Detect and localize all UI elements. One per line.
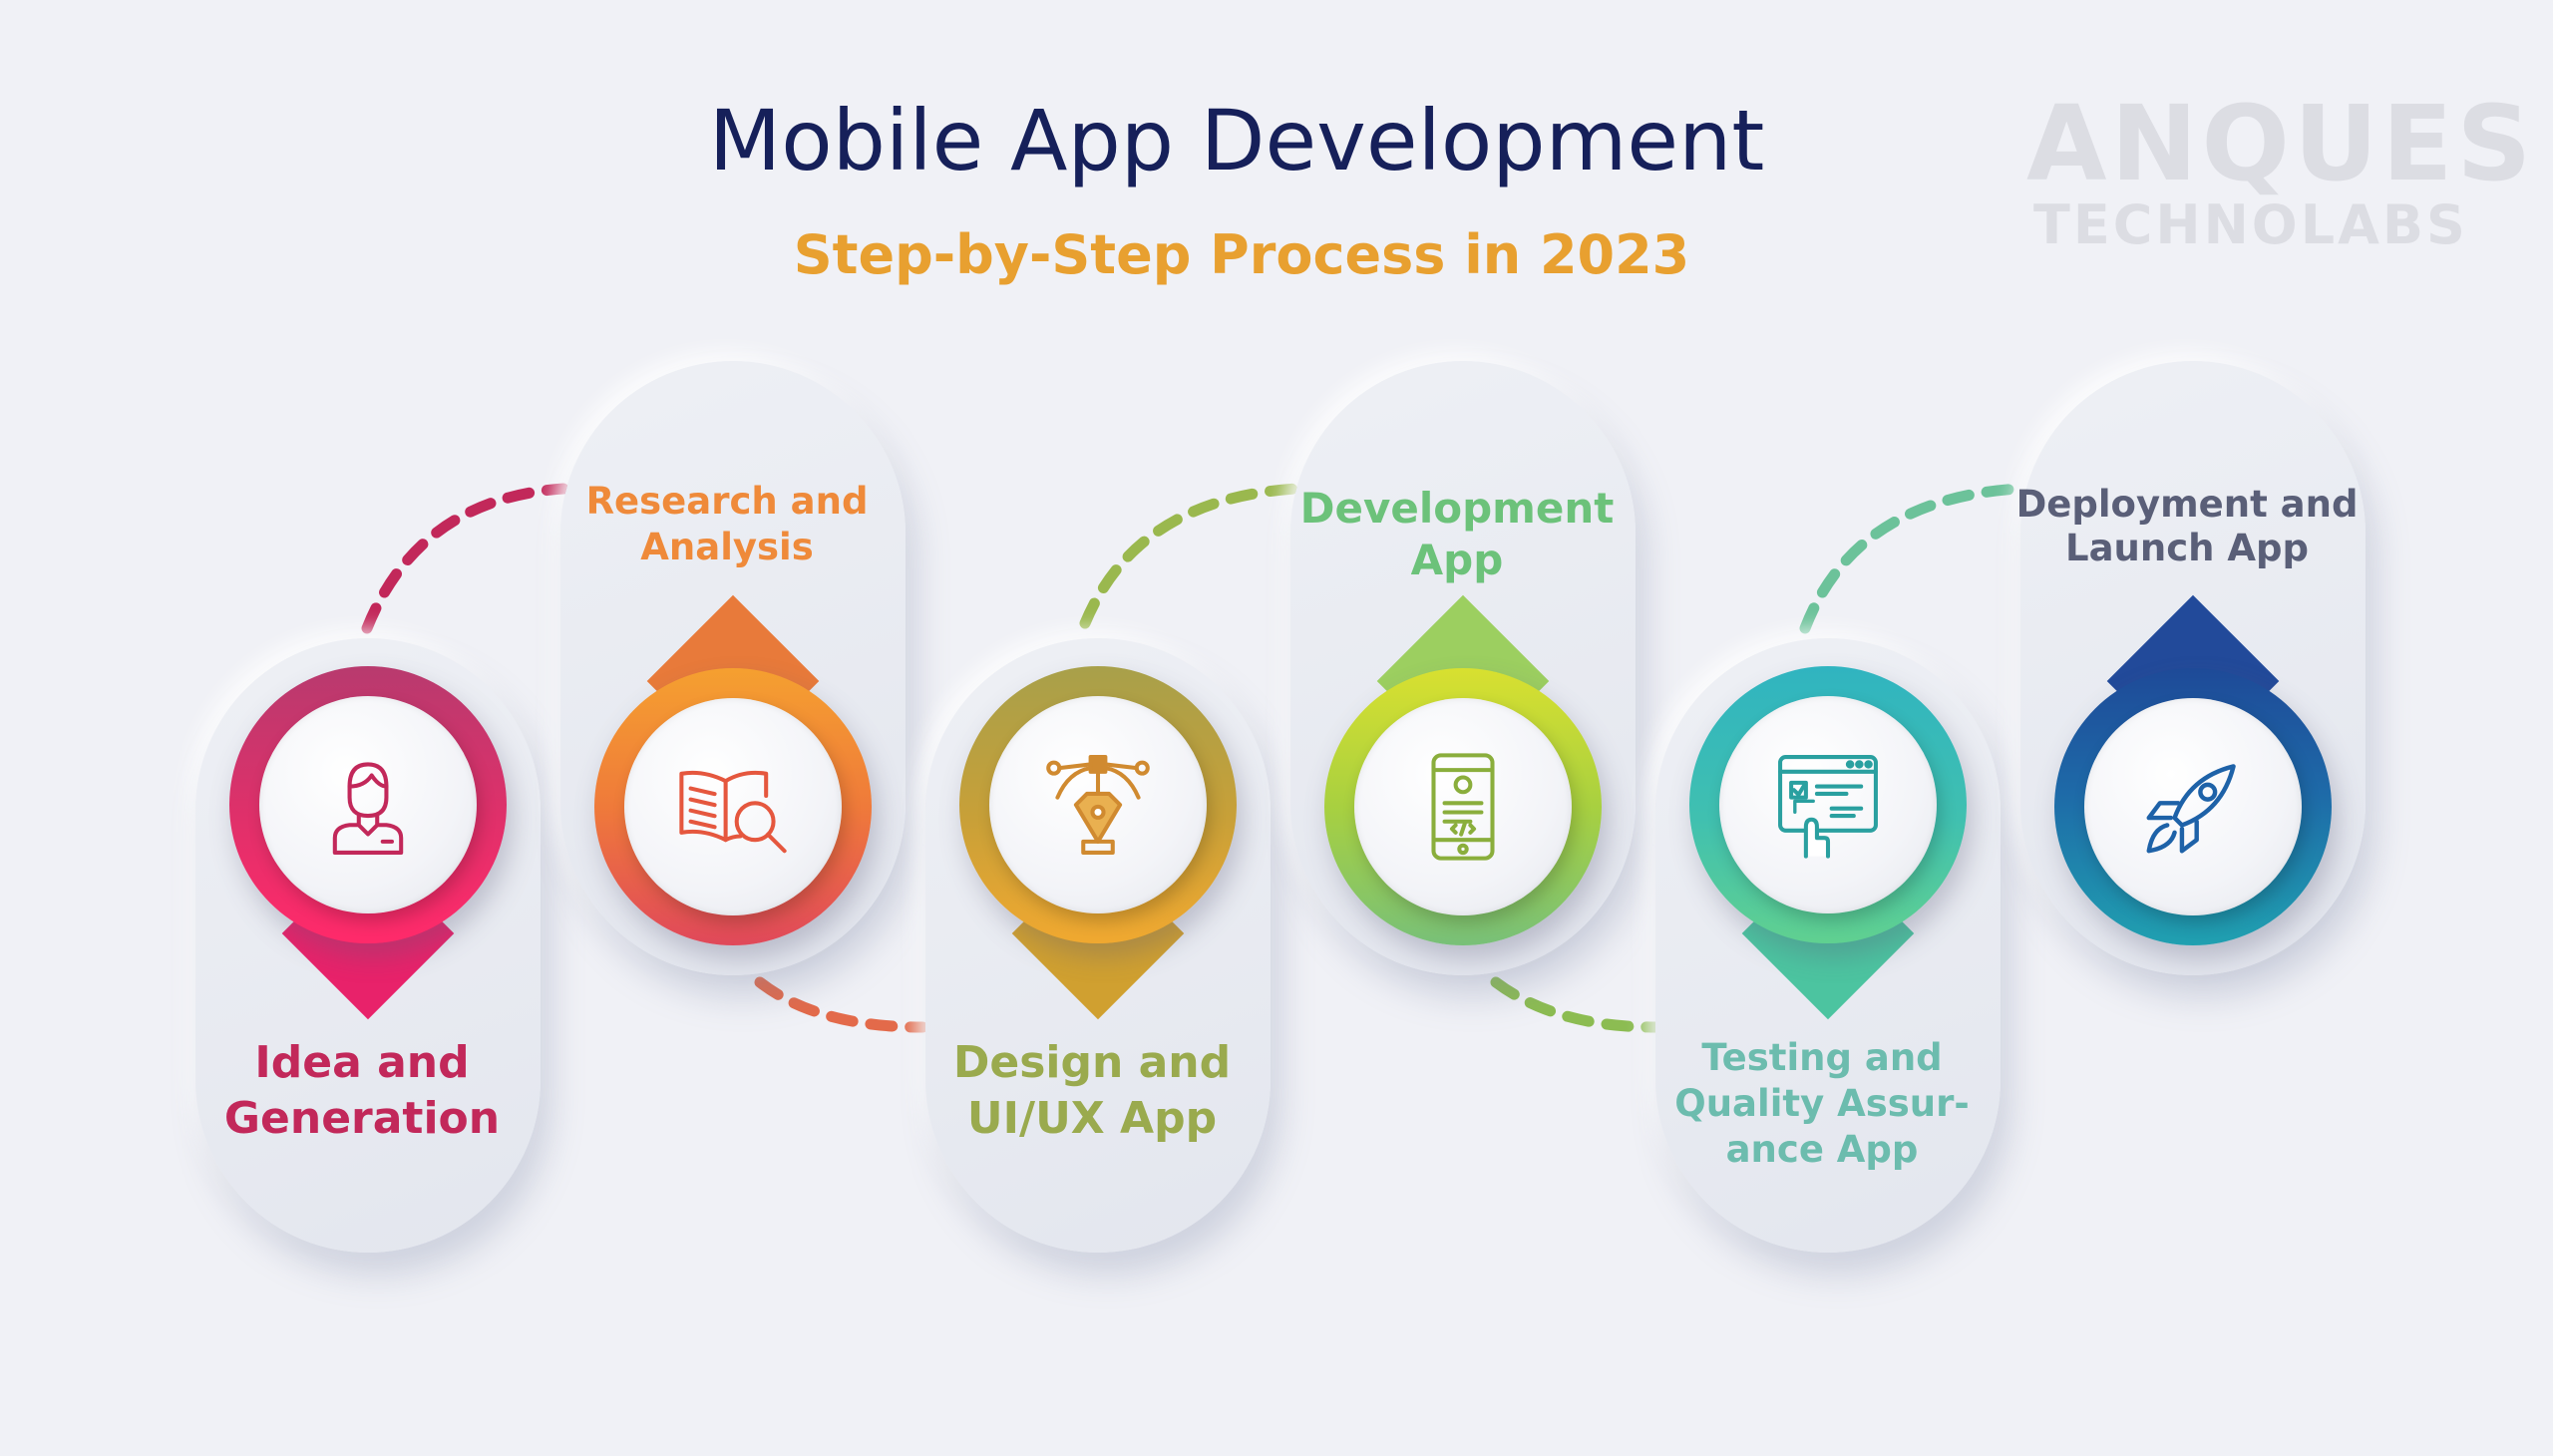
connector-5-6 bbox=[1799, 483, 2025, 634]
step-4-label: Development App bbox=[1284, 483, 1630, 586]
page-subtitle: Step-by-Step Process in 2023 bbox=[793, 223, 1690, 286]
book-search-icon bbox=[679, 770, 787, 854]
step-1-label-line-1: Idea and bbox=[254, 1037, 470, 1088]
step-5-label-line-2: Quality Assur- bbox=[1674, 1082, 1970, 1125]
step-2-icon-holder bbox=[624, 698, 842, 915]
step-5-label-line-1: Testing and bbox=[1701, 1036, 1943, 1079]
step-6-label-line-2: Launch App bbox=[2065, 527, 2309, 569]
step-1-label: Idea and Generation bbox=[189, 1035, 535, 1147]
step-5-label-line-3: ance App bbox=[1725, 1128, 1919, 1171]
step-4-icon-holder bbox=[1354, 698, 1572, 915]
logo-line-2: TECHNOLABS bbox=[2033, 193, 2468, 256]
step-5-icon-holder bbox=[1719, 696, 1937, 913]
mobile-code-icon bbox=[1431, 753, 1495, 861]
connector-1-2 bbox=[361, 483, 569, 634]
step-4-label-line-2: App bbox=[1410, 536, 1504, 584]
step-5-label: Testing and Quality Assur- ance App bbox=[1649, 1035, 1995, 1173]
step-3-label-line-1: Design and bbox=[952, 1037, 1232, 1088]
step-6-label-line-1: Deployment and bbox=[2015, 483, 2359, 526]
testing-checklist-icon bbox=[1778, 755, 1878, 859]
step-2-label-line-1: Research and bbox=[585, 480, 869, 523]
step-1-label-line-2: Generation bbox=[223, 1093, 501, 1144]
company-logo: ANQUES TECHNOLABS bbox=[2026, 83, 2536, 256]
step-3-label-line-2: UI/UX App bbox=[966, 1093, 1218, 1144]
step-2-label-line-2: Analysis bbox=[640, 526, 814, 568]
step-3-label: Design and UI/UX App bbox=[919, 1035, 1265, 1147]
rocket-icon bbox=[2146, 764, 2236, 854]
logo-line-1: ANQUES bbox=[2026, 83, 2536, 204]
step-4-label-line-1: Development bbox=[1299, 484, 1615, 533]
connector-4-5 bbox=[1490, 976, 1661, 1033]
connector-2-3 bbox=[754, 976, 928, 1033]
step-6-icon-holder bbox=[2084, 698, 2302, 915]
connector-3-4 bbox=[1079, 483, 1302, 629]
page-title: Mobile App Development bbox=[708, 92, 1765, 189]
pen-tool-icon bbox=[1046, 755, 1150, 855]
step-6-label: Deployment and Launch App bbox=[2014, 483, 2360, 570]
step-3-icon-holder bbox=[989, 696, 1207, 913]
step-1-icon-holder bbox=[259, 696, 477, 913]
step-2-label: Research and Analysis bbox=[554, 479, 900, 570]
person-icon bbox=[332, 762, 404, 855]
